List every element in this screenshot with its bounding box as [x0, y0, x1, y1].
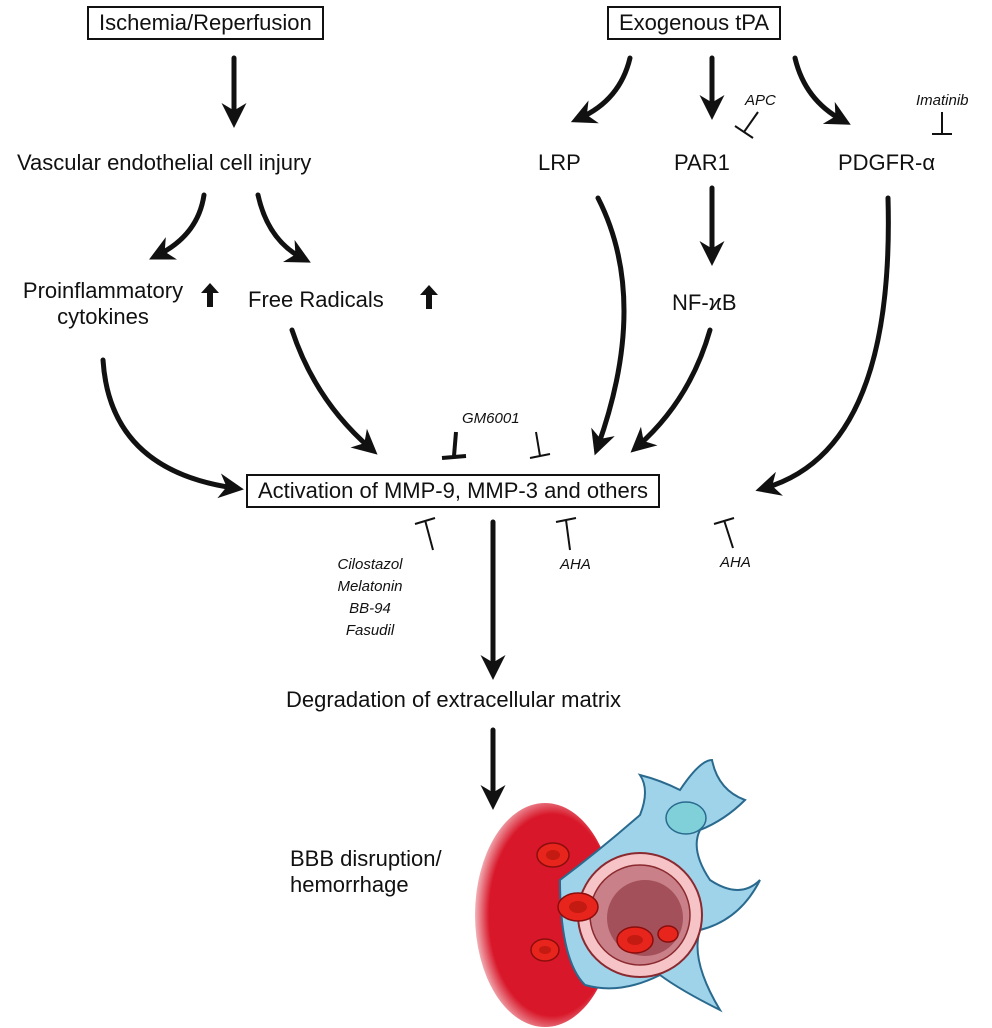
drug-cilostazol: Cilostazol: [337, 556, 403, 573]
arrow-endothelial-radicals: [255, 192, 311, 263]
inhibit-gm6001-right: [529, 431, 551, 459]
inhibit-imatinib-pdgfr: [932, 112, 952, 135]
node-free-radicals: Free Radicals: [248, 287, 384, 312]
cytokines-line1: Proinflammatory: [22, 278, 184, 303]
inhibitor-aha-2: AHA: [720, 554, 751, 571]
inhibitor-gm6001: GM6001: [462, 410, 520, 427]
arrow-tpa-lrp: [570, 55, 633, 124]
node-exogenous-tpa: Exogenous tPA: [607, 6, 782, 40]
node-proinflammatory-cytokines: Proinflammatory cytokines: [3, 278, 203, 330]
bbb-line1: BBB disruption/: [290, 846, 442, 871]
node-par1: PAR1: [674, 150, 730, 175]
arrow-cytokines-mmp: [100, 357, 244, 499]
arrow-pdgfr-mmp: [755, 195, 891, 496]
arrow-radicals-mmp: [289, 327, 378, 455]
inhibit-aha2-arrow: [713, 517, 735, 549]
bbb-line2: hemorrhage: [290, 872, 409, 897]
node-lrp: LRP: [538, 150, 581, 175]
node-ischemia-reperfusion: Ischemia/Reperfusion: [87, 6, 324, 40]
arrow-tpa-pdgfr: [792, 55, 851, 125]
node-pdgfr-alpha: PDGFR-α: [838, 150, 936, 175]
blood-vessel-illustration: [475, 758, 761, 1027]
node-nf-kb: NF-ϰB: [672, 290, 737, 315]
up-arrow-icon: [420, 285, 438, 309]
inhibitor-aha-1: AHA: [560, 556, 591, 573]
inhibitor-apc: APC: [745, 92, 776, 109]
arrow-lrp-mmp: [591, 195, 627, 456]
node-mmp-activation: Activation of MMP-9, MMP-3 and others: [246, 474, 661, 508]
inhibitor-imatinib: Imatinib: [916, 92, 969, 109]
drug-bb94: BB-94: [349, 600, 391, 617]
node-ecm-degradation: Degradation of extracellular matrix: [286, 687, 622, 712]
arrow-nfkb-mmp: [630, 327, 713, 453]
drug-melatonin: Melatonin: [337, 578, 403, 595]
node-bbb-disruption: BBB disruption/ hemorrhage: [290, 846, 442, 898]
inhibit-aha1-mmp: [555, 517, 577, 551]
inhibit-drugs-mmp: [414, 517, 436, 551]
arrow-endothelial-cytokines: [149, 192, 207, 260]
inhibitor-drug-list: Cilostazol Melatonin BB-94 Fasudil: [330, 554, 410, 642]
inhibit-gm6001-left: [441, 431, 467, 460]
node-vascular-endothelial-injury: Vascular endothelial cell injury: [17, 150, 312, 175]
inhibit-apc-par1: [734, 111, 759, 139]
drug-fasudil: Fasudil: [345, 622, 395, 639]
cytokines-line2: cytokines: [57, 304, 149, 329]
up-arrow-icon: [201, 283, 219, 307]
